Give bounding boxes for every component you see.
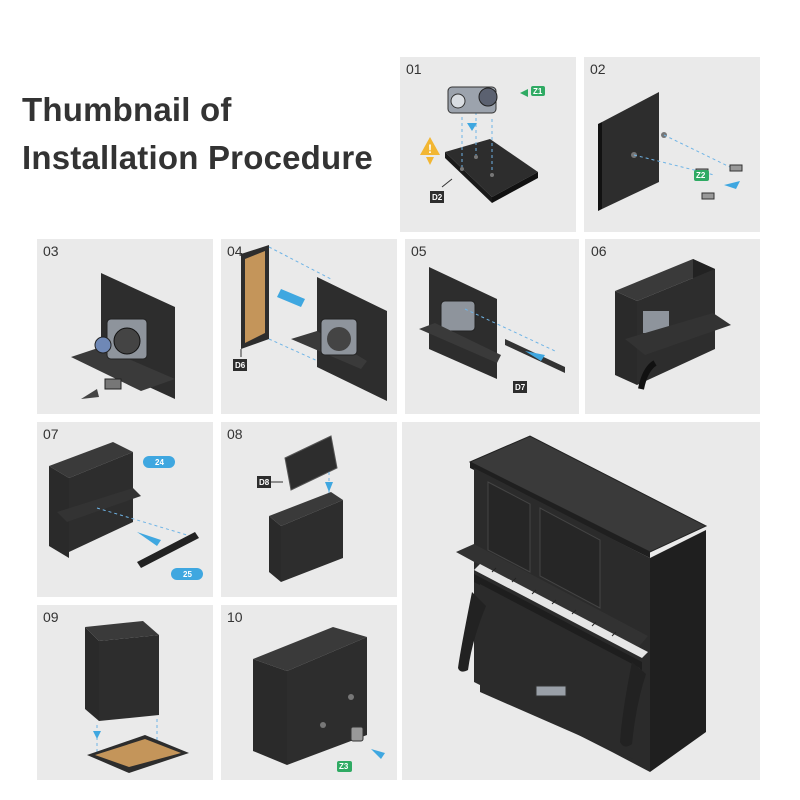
step-illustration-06 [615,259,731,390]
part-label-d2-text: D2 [432,193,443,202]
step-illustration-10: Z3 [253,627,385,772]
part-label-d2 [430,191,444,203]
step-panel-07: 07 24 25 [37,422,213,597]
step-panel-03: 03 [37,239,213,414]
part-label-d6 [233,359,247,371]
step-panel-09: 09 [37,605,213,780]
part-label-z3 [337,761,352,772]
title-line-2: Installation Procedure [22,138,373,176]
step-number: 02 [590,61,606,77]
part-label-d7 [513,381,527,393]
part-label-z2-text: Z2 [696,171,706,180]
part-label-25-text: 25 [183,570,192,579]
part-label-25 [171,568,203,580]
step-illustration-02: Z2 [598,92,743,211]
step-illustration-05: D7 [419,267,565,393]
part-label-d8 [257,476,271,488]
assembled-piano-illustration [456,435,708,772]
assembled-piano-panel [402,422,760,780]
part-label-24 [143,456,175,468]
part-label-d6-text: D6 [235,361,246,370]
step-number: 10 [227,609,243,625]
part-label-z1 [531,86,545,96]
step-panel-06: 06 [585,239,760,414]
step-illustration-03 [71,273,175,399]
step-panel-08: 08 D8 [221,422,397,597]
step-panel-10: 10 Z3 [221,605,397,780]
step-number: 04 [227,243,243,259]
step-illustration-07: 24 25 [49,442,203,580]
step-number: 09 [43,609,59,625]
step-panel-01: 01 Z1 ! D2 [400,57,576,232]
part-label-z2 [694,170,709,181]
step-illustration-04: D6 [233,245,387,401]
step-illustration-09 [85,621,189,773]
part-label-24-text: 24 [155,458,164,467]
step-number: 07 [43,426,59,442]
step-number: 05 [411,243,427,259]
part-label-z1-text: Z1 [533,87,543,96]
warning-icon [420,137,440,155]
page-title: Thumbnail of Installation Procedure [22,86,373,182]
svg-text:!: ! [428,142,432,156]
step-panel-05: 05 D7 [405,239,579,414]
part-label-z3-text: Z3 [339,762,349,771]
step-number: 08 [227,426,243,442]
title-line-1: Thumbnail of [22,91,232,128]
part-label-d7-text: D7 [515,383,526,392]
step-number: 06 [591,243,607,259]
step-illustration-01: Z1 ! D2 [420,86,545,203]
step-number: 01 [406,61,422,77]
step-panel-04: 04 D6 [221,239,397,414]
step-panel-02: 02 Z2 [584,57,760,232]
step-illustration-08: D8 [257,435,343,582]
step-number: 03 [43,243,59,259]
part-label-d8-text: D8 [259,478,270,487]
